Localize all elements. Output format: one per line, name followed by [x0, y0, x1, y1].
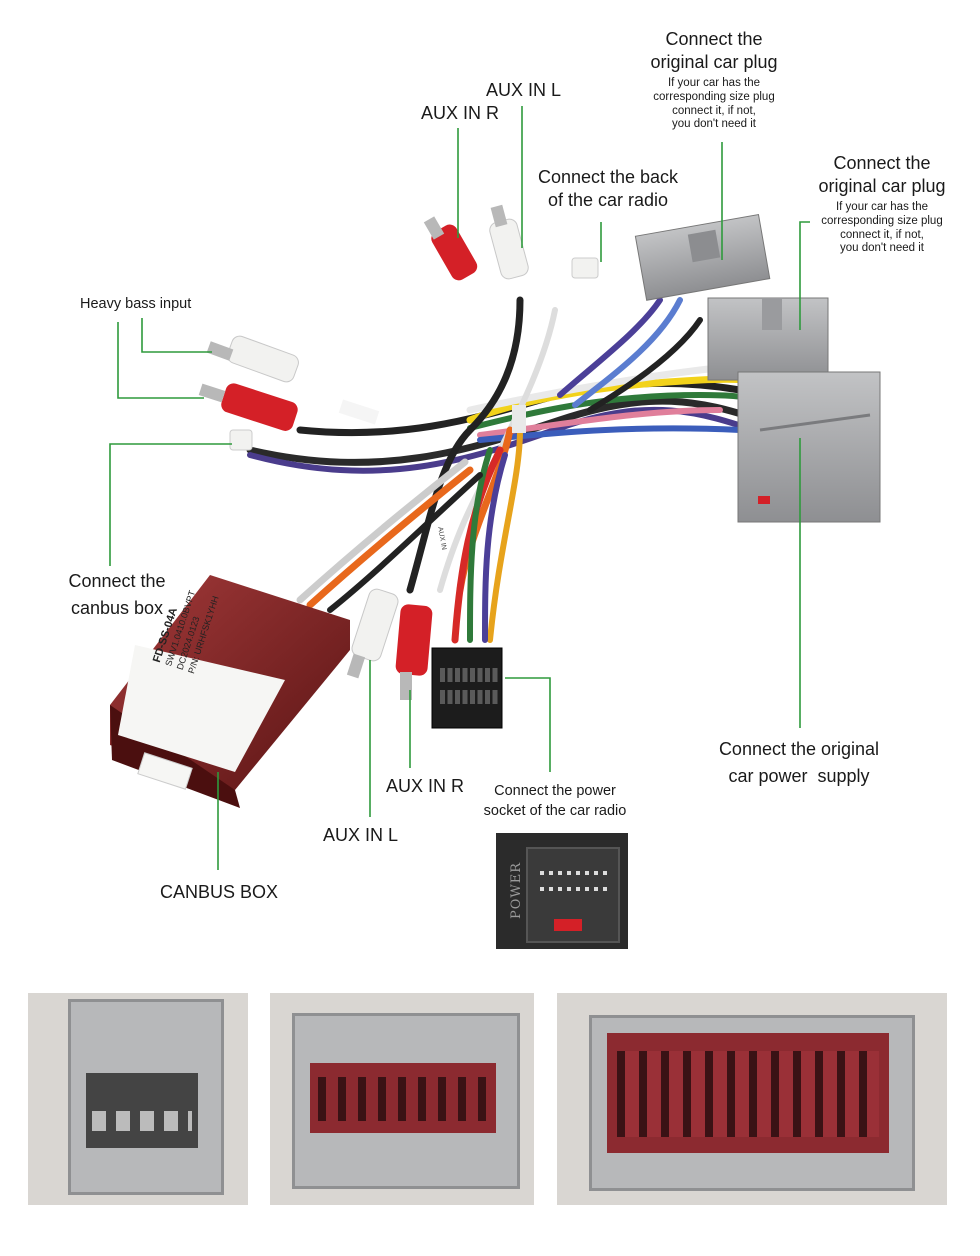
- canbus-box-body: [110, 575, 350, 808]
- label-aux-in-r-bottom: AUX IN R: [386, 776, 465, 796]
- power-socket-photo: POWER: [496, 833, 628, 949]
- label-aux-in-l-bottom: AUX IN L: [323, 825, 399, 845]
- radio-back-plug: [571, 257, 599, 279]
- socket-pin-dot: [576, 887, 580, 891]
- plug-photo-medium: [270, 993, 534, 1205]
- socket-pin-dot: [558, 871, 562, 875]
- socket-pin: [492, 690, 498, 704]
- label-power-supply: Connect the original car power supply: [706, 738, 892, 787]
- plug1-note-4: you don't need it: [671, 118, 757, 131]
- label-aux-in-r-top: AUX IN R: [421, 103, 500, 123]
- socket-pin-dot: [558, 887, 562, 891]
- canbus-small-plug: [229, 429, 253, 451]
- original-plug-medium: [707, 297, 829, 381]
- power-socket-line-1: Connect the power: [494, 783, 616, 799]
- socket-pin-dot: [603, 887, 607, 891]
- plug2-note-3: connect it, if not,: [840, 228, 924, 241]
- plug2-title-2: original car plug: [818, 175, 946, 196]
- tape-label: [338, 399, 380, 425]
- socket-pin-dot: [585, 871, 589, 875]
- plug1-title-1: Connect the: [665, 29, 763, 49]
- original-plug-small: [634, 213, 771, 301]
- rca-aux-in-l-bottom: [346, 588, 399, 679]
- plug2-title-1: Connect the: [833, 153, 931, 173]
- label-heavy-bass: Heavy bass input: [80, 296, 192, 312]
- back-radio-line-2: of the car radio: [547, 189, 669, 210]
- plug2-note-2: corresponding size plug: [821, 214, 943, 227]
- socket-pin: [470, 668, 475, 682]
- socket-pin-dot: [594, 871, 598, 875]
- label-original-plug-1: Connect the original car plug If your ca…: [638, 28, 790, 132]
- socket-pin: [447, 690, 453, 704]
- socket-pin: [440, 690, 445, 704]
- label-aux-in-l-top: AUX IN L: [486, 80, 562, 100]
- canbus-connect-line-1: Connect the: [68, 571, 166, 591]
- rca-aux-in-r-bottom: [395, 604, 433, 700]
- socket-pin-dot: [549, 871, 553, 875]
- socket-pin: [477, 668, 483, 682]
- rca-aux-in-r-top: [423, 216, 478, 281]
- cable-tie: [512, 405, 526, 433]
- plug2-note-1: If your car has the: [835, 201, 929, 213]
- label-power-socket: Connect the power socket of the car radi…: [476, 782, 634, 820]
- socket-pin-dot: [594, 887, 598, 891]
- wire-bundle: [246, 296, 774, 644]
- socket-pin-dot: [567, 871, 571, 875]
- socket-pin: [492, 668, 498, 682]
- socket-pin-dot: [540, 887, 544, 891]
- plug1-note-1: If your car has the: [667, 77, 761, 89]
- label-original-plug-2: Connect the original car plug If your ca…: [806, 152, 958, 256]
- rca-heavy-bass-red: [198, 383, 298, 431]
- socket-pin: [447, 668, 453, 682]
- label-canbus-box: CANBUS BOX: [160, 882, 279, 902]
- socket-pin-dot: [585, 887, 589, 891]
- socket-pin: [462, 668, 468, 682]
- socket-pin-dot: [567, 887, 571, 891]
- socket-pin: [477, 690, 483, 704]
- socket-pin: [485, 668, 490, 682]
- power-supply-connector: [737, 371, 881, 523]
- plug1-title-2: original car plug: [650, 51, 778, 72]
- socket-pin: [470, 690, 475, 704]
- plug-photo-large: [557, 993, 947, 1205]
- socket-pin: [440, 668, 445, 682]
- plug-photo-small: [28, 993, 248, 1205]
- label-back-of-radio: Connect the back of the car radio: [530, 166, 686, 211]
- radio-power-socket-plug: [431, 647, 503, 729]
- leader-lines: [109, 106, 810, 870]
- back-radio-line-1: Connect the back: [537, 167, 679, 187]
- canbus-connect-line-2: canbus box: [70, 597, 164, 618]
- socket-pin: [455, 690, 460, 704]
- rca-heavy-bass-white: [206, 335, 299, 383]
- plug1-note-2: corresponding size plug: [653, 90, 775, 103]
- socket-pin-dot: [540, 871, 544, 875]
- plug2-note-4: you don't need it: [839, 242, 925, 255]
- socket-pin-dot: [603, 871, 607, 875]
- socket-pin: [455, 668, 460, 682]
- socket-pin-dot: [549, 887, 553, 891]
- power-supply-line-1: Connect the original: [718, 739, 880, 759]
- power-socket-print: POWER: [509, 861, 525, 920]
- power-supply-line-2: car power supply: [728, 765, 870, 786]
- plug1-note-3: connect it, if not,: [672, 104, 756, 117]
- label-canbus-connect: Connect the canbus box: [55, 570, 179, 619]
- socket-pin-dot: [576, 871, 580, 875]
- power-socket-line-2: socket of the car radio: [483, 803, 627, 820]
- socket-pin: [462, 690, 468, 704]
- rca-aux-in-l-top: [489, 204, 529, 280]
- socket-pin: [485, 690, 490, 704]
